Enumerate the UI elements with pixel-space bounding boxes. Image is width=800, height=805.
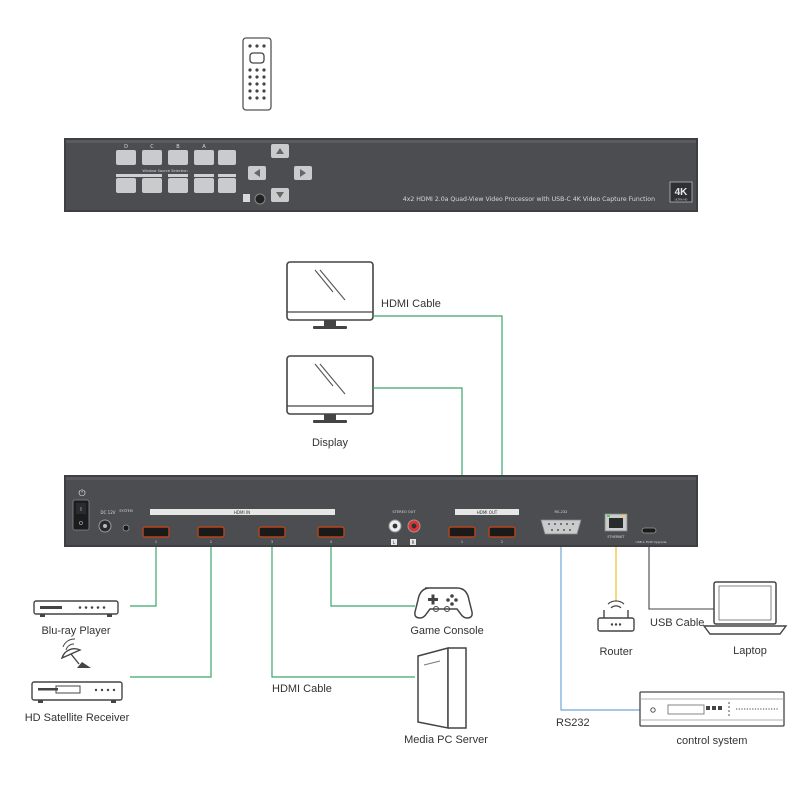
hdmi-out-2-cable <box>373 315 503 505</box>
source-letter-b: B <box>176 144 180 150</box>
cables <box>130 315 714 711</box>
bluray-player-label: Blu-ray Player <box>41 625 110 637</box>
hdmi-in-3-number: 3 <box>271 540 273 544</box>
front-panel: D C B A Window Source Selection 4x2 HDMI… <box>64 138 698 212</box>
display-top-icon <box>286 261 374 329</box>
hdmi-in-label: HDMI IN <box>234 510 250 515</box>
bottom-button-2[interactable] <box>142 178 162 193</box>
hdmi-in-4-number: 4 <box>330 540 332 544</box>
labels: HDMI Cable Display Blu-ray Player HD Sat… <box>25 298 767 747</box>
display-bottom-icon <box>286 355 374 423</box>
ethernet-label: ETHERNET <box>608 535 625 539</box>
rs232-port[interactable] <box>540 519 582 535</box>
source-d-button[interactable] <box>116 150 136 165</box>
system-label: SYSTEM <box>119 509 133 513</box>
satellite-receiver-icon <box>31 638 123 703</box>
hdmi-out-1-cable <box>373 387 463 505</box>
usb-cable-label: USB Cable <box>650 617 704 629</box>
bluray-player-icon <box>33 600 119 617</box>
4k-badge-text: 4K <box>675 187 689 198</box>
hdmi-cable-bottom-label: HDMI Cable <box>272 683 332 695</box>
usb-c-label: USB-C PVW Upgrade <box>636 540 667 544</box>
source-c-button[interactable] <box>142 150 162 165</box>
stereo-out-label: STEREO OUT <box>392 510 416 514</box>
rs232-label: RS232 <box>556 717 590 729</box>
media-pc-server-icon <box>417 647 467 729</box>
bottom-button-3[interactable] <box>168 178 188 193</box>
power-symbol-icon: ⏻ <box>78 488 85 499</box>
hdmi-in-3-port[interactable] <box>258 526 286 538</box>
game-console-label: Game Console <box>410 625 483 637</box>
hdmi-in-1-cable <box>130 537 157 607</box>
switch-on-mark: I <box>80 507 81 513</box>
rs232-cable <box>560 537 640 711</box>
source-letter-c: C <box>150 144 154 150</box>
bottom-button-4[interactable] <box>194 178 214 193</box>
stereo-l-label: L <box>393 540 396 545</box>
product-title: 4x2 HDMI 2.0a Quad-View Video Processor … <box>403 196 655 203</box>
system-port[interactable] <box>122 524 130 532</box>
laptop-icon <box>702 581 788 635</box>
bottom-button-1[interactable] <box>116 178 136 193</box>
hdmi-out-1-port[interactable] <box>448 526 476 538</box>
usb-cable <box>648 537 714 610</box>
window-source-selection-label: Window Source Selection <box>142 169 187 173</box>
rs232-port-label: RS-232 <box>555 510 568 514</box>
satellite-receiver-label: HD Satellite Receiver <box>25 712 130 724</box>
4k-badge-icon <box>669 181 693 203</box>
ir-sensor <box>243 194 250 202</box>
laptop-label: Laptop <box>733 645 767 657</box>
hdmi-in-1-number: 1 <box>155 540 157 544</box>
power-knob[interactable] <box>254 193 266 205</box>
stereo-r-label: R <box>412 540 415 545</box>
hdmi-out-2-port[interactable] <box>488 526 516 538</box>
4k-badge-subtext: ULTRA HD <box>675 198 688 202</box>
hdmi-cable-top-label: HDMI Cable <box>381 298 441 310</box>
media-pc-server-label: Media PC Server <box>404 734 488 746</box>
source-letter-a: A <box>202 144 206 150</box>
menu-button[interactable] <box>218 150 236 165</box>
hdmi-in-4-cable <box>330 537 415 607</box>
hdmi-in-2-number: 2 <box>210 540 212 544</box>
hdmi-in-2-port[interactable] <box>197 526 225 538</box>
hdmi-out-label: HDMI OUT <box>477 510 498 515</box>
display-label: Display <box>312 437 349 449</box>
hdmi-in-bar <box>150 509 335 515</box>
control-system-label: control system <box>677 735 748 747</box>
source-b-button[interactable] <box>168 150 188 165</box>
remote-control-icon <box>242 37 272 111</box>
router-icon <box>597 600 635 632</box>
hdmi-in-1-port[interactable] <box>142 526 170 538</box>
source-a-button[interactable] <box>194 150 214 165</box>
hdmi-out-1-number: 1 <box>461 540 463 544</box>
hdmi-out-bar <box>455 509 519 515</box>
usb-c-port[interactable] <box>641 527 657 534</box>
router-label: Router <box>599 646 632 658</box>
hdmi-in-2-cable <box>130 537 212 678</box>
bottom-button-5[interactable] <box>218 178 236 193</box>
game-controller-icon <box>414 587 473 619</box>
switch-off-mark: O <box>79 521 83 527</box>
rear-panel: ⏻ I O DC 12V SYSTEM HDMI IN 1 2 3 4 STER… <box>64 475 698 547</box>
hdmi-in-3-cable <box>271 537 415 678</box>
source-letter-d: D <box>124 144 128 150</box>
hdmi-in-4-port[interactable] <box>317 526 345 538</box>
hdmi-out-2-number: 2 <box>501 540 503 544</box>
dc-label: DC 12V <box>101 510 116 515</box>
control-system-icon <box>639 691 785 727</box>
